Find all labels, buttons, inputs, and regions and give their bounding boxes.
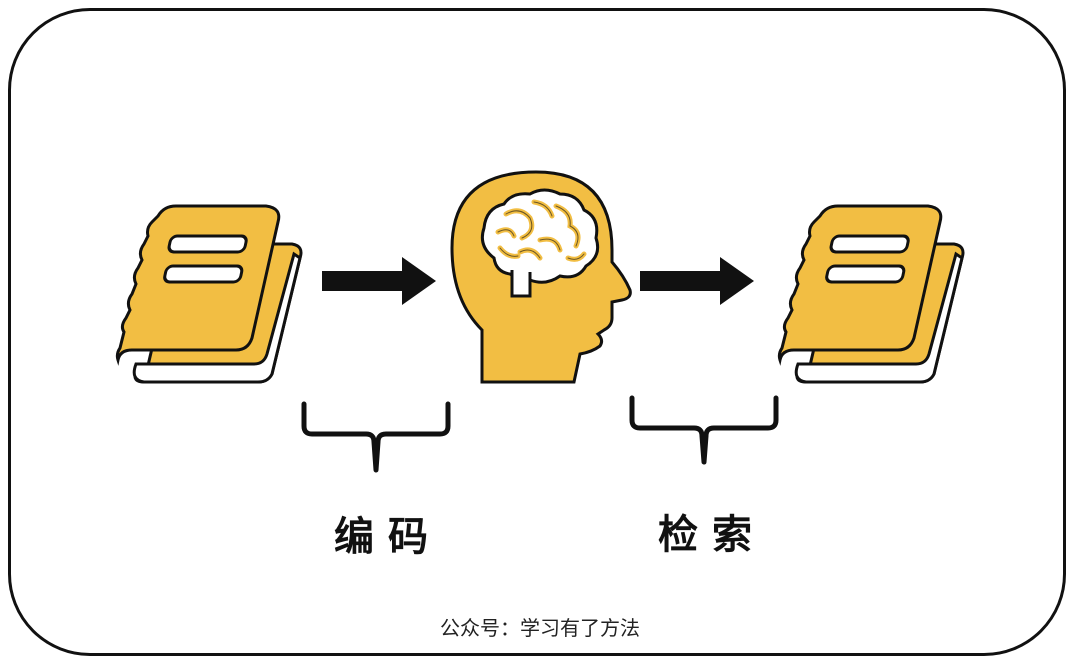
- result-book-icon: [777, 204, 965, 384]
- footer-credit: 公众号：学习有了方法: [440, 616, 640, 640]
- retrieve-brace-icon: [629, 395, 779, 465]
- head-with-brain-icon: [450, 170, 632, 384]
- encode-arrow-icon: [322, 257, 436, 305]
- source-book-icon: [115, 204, 303, 384]
- retrieve-arrow-icon: [640, 257, 754, 305]
- retrieve-label: 检索: [658, 512, 766, 558]
- encode-brace-icon: [301, 401, 451, 473]
- encode-label: 编码: [334, 514, 442, 560]
